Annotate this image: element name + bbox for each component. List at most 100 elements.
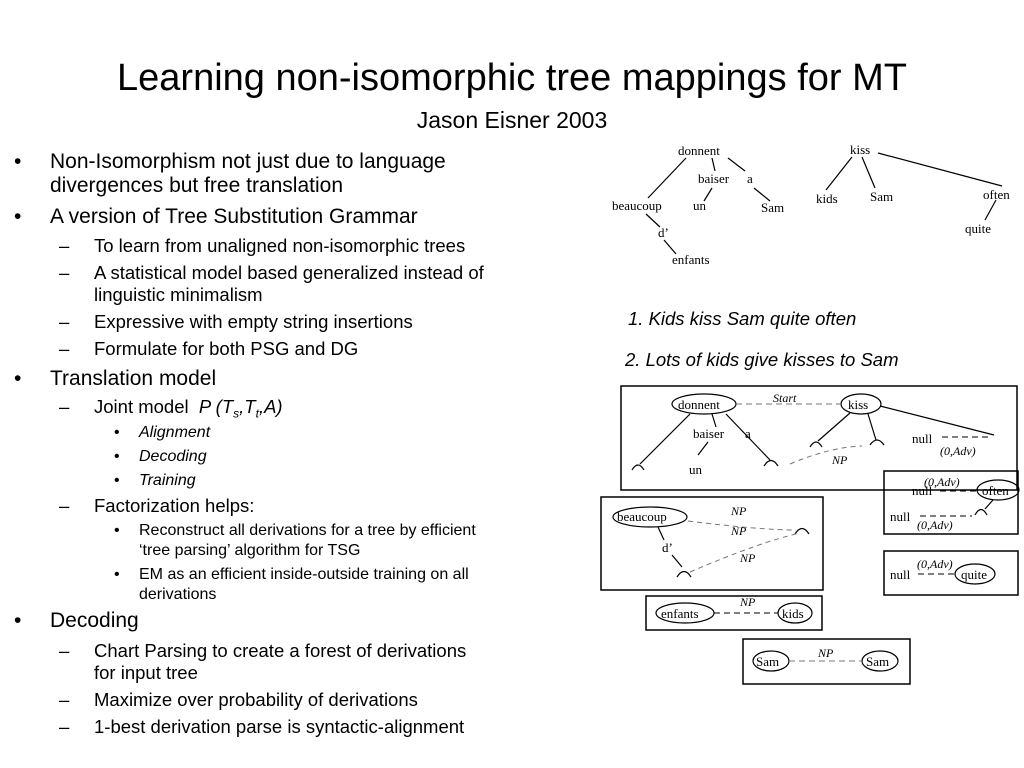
slide-title: Learning non-isomorphic tree mappings fo… (117, 57, 907, 99)
node-enfants: enfants (672, 252, 710, 267)
tree-edge (817, 412, 851, 442)
bullet-marker: • (14, 150, 22, 173)
node-sam: Sam (756, 654, 779, 669)
tree-edge (984, 199, 997, 221)
tree-edge (984, 499, 994, 510)
label-null: null (890, 509, 911, 524)
sub-bullet-text: Expressive with empty string insertions (94, 311, 413, 332)
dash-marker: – (59, 689, 70, 710)
node-beaucoup: beaucoup (612, 198, 662, 213)
node-kiss: kiss (850, 142, 870, 157)
node-baiser: baiser (698, 171, 730, 186)
node-a: a (747, 171, 753, 186)
frontier-node (763, 459, 779, 467)
label-np: NP (831, 453, 848, 467)
sub-sub-bullet-text: Decoding (139, 448, 207, 465)
sub-bullet-text: Factorization helps: (94, 495, 255, 516)
node-often: often (982, 483, 1009, 498)
node-kids: kids (782, 606, 804, 621)
english-dependency-tree (825, 152, 1003, 221)
frontier-node (631, 464, 645, 471)
bullet-text: divergences but free translation (50, 174, 344, 197)
tree-edge (727, 157, 746, 172)
alignment-link (789, 445, 863, 465)
node-baiser: baiser (693, 426, 725, 441)
node-ellipse (612, 506, 688, 528)
rule-box-5 (645, 595, 823, 631)
frontier-node (676, 570, 692, 578)
sub-sub-bullet-text: EM as an efficient inside-outside traini… (139, 566, 469, 583)
rule-box-3 (883, 470, 1020, 535)
tree-edge (825, 156, 853, 191)
dash-marker: – (59, 396, 70, 417)
node-sam: Sam (866, 654, 889, 669)
label-np: NP (739, 595, 756, 609)
node-enfants: enfants (661, 606, 699, 621)
node-un: un (689, 462, 703, 477)
frontier-node (809, 441, 823, 448)
label-np: NP (739, 551, 756, 565)
sub-bullet-text: Formulate for both PSG and DG (94, 338, 359, 359)
alignment-link (689, 532, 801, 573)
node-often: often (983, 187, 1010, 202)
example-sentence-2: 2. Lots of kids give kisses to Sam (625, 349, 899, 370)
tree-edge (657, 526, 665, 541)
tree-edge (703, 187, 713, 202)
label-np: NP (730, 524, 747, 538)
node-quite: quite (961, 567, 987, 582)
bullet-text: Translation model (50, 367, 217, 390)
label-adv: (0,Adv) (917, 518, 953, 532)
joint-model-formula: P (Ts,Tt,A) (198, 396, 283, 421)
label-null: null (912, 483, 933, 498)
node-sam: Sam (761, 200, 784, 215)
node-quite: quite (965, 221, 991, 236)
sub-bullet-text: A statistical model based generalized in… (94, 262, 484, 283)
sub-sub-bullet-text: Reconstruct all derivations for a tree b… (139, 522, 476, 539)
sub-bullet-text: Chart Parsing to create a forest of deri… (94, 640, 467, 661)
sub-sub-bullet-text: ‘tree parsing’ algorithm for TSG (139, 542, 361, 559)
example-sentence-1: 1. Kids kiss Sam quite often (628, 308, 857, 329)
tree-edge (877, 152, 1003, 187)
node-ellipse (976, 479, 1020, 501)
frontier-node (869, 439, 885, 446)
node-kiss: kiss (848, 397, 868, 412)
dash-marker: – (59, 640, 70, 661)
node-donnent: donnent (678, 143, 720, 158)
tree-edge (867, 413, 877, 441)
label-adv: (0,Adv) (924, 475, 960, 489)
dash-marker: – (59, 235, 70, 256)
dash-marker: – (59, 495, 70, 516)
tree-edge (879, 405, 995, 436)
dash-marker: – (59, 311, 70, 332)
bullet-marker: • (14, 609, 22, 632)
tree-edge (711, 413, 717, 428)
tree-edge (671, 554, 683, 568)
sub-bullet-text: To learn from unaligned non-isomorphic t… (94, 235, 466, 256)
node-d: d’ (662, 540, 673, 555)
sub-bullet-text: linguistic minimalism (94, 284, 263, 305)
node-a: a (745, 426, 751, 441)
rule-box-4 (883, 550, 1019, 596)
tree-edge (639, 413, 691, 465)
node-donnent: donnent (678, 397, 720, 412)
node-beaucoup: beaucoup (617, 509, 667, 524)
tree-edge (753, 187, 771, 202)
tree-edge (861, 156, 876, 189)
bullet-marker: • (14, 367, 22, 390)
bullet-marker: • (114, 472, 120, 489)
sub-bullet-text: 1-best derivation parse is syntactic-ali… (94, 716, 465, 737)
bullet-text: A version of Tree Substitution Grammar (50, 205, 418, 228)
tree-edge (697, 441, 709, 456)
dash-marker: – (59, 262, 70, 283)
frontier-node (794, 527, 810, 535)
french-dependency-tree (645, 157, 771, 255)
node-un: un (693, 198, 707, 213)
bullet-text: Non-Isomorphism not just due to language (50, 150, 446, 173)
tree-edge (725, 413, 771, 461)
bullet-marker: • (14, 205, 22, 228)
bullet-marker: • (114, 424, 120, 441)
bullet-marker: • (114, 522, 120, 539)
tree-edge (647, 157, 687, 199)
node-kids: kids (816, 191, 838, 206)
